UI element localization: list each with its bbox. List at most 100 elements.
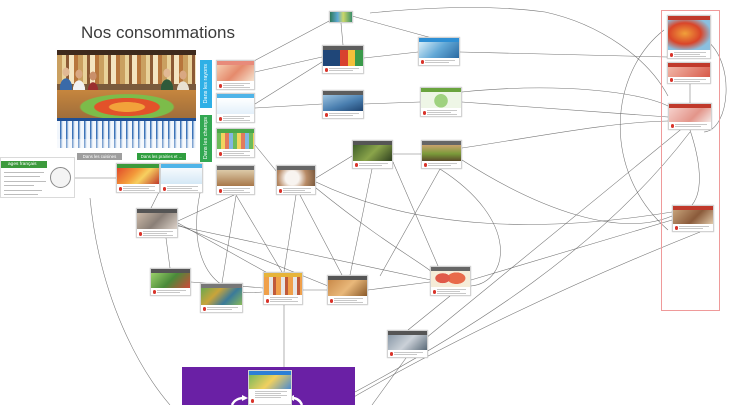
content-card[interactable] [200,283,243,313]
content-card[interactable] [248,370,292,405]
card-title-bar [421,88,461,92]
text-line [223,82,250,84]
connector-line [689,129,700,206]
card-text [422,161,461,166]
text-line [334,299,357,301]
text-line [123,189,155,191]
card-thumbnail [161,168,202,184]
connector-line [425,121,691,339]
text-line [329,112,359,114]
section-label-prairies[interactable]: Dans les prairies et ... [137,153,186,160]
content-card[interactable] [322,45,364,74]
card-thumbnail [669,108,711,122]
content-card[interactable] [430,266,471,296]
card-text [249,389,291,398]
section-label-cuisines[interactable]: Dans les cuisines [77,153,122,160]
text-line [437,292,466,294]
card-number-badge [422,111,426,115]
content-card[interactable] [352,140,393,169]
card-text [323,111,363,116]
connector-line [351,15,433,39]
text-line [167,187,192,189]
card-title-bar [217,166,254,170]
text-line [167,185,198,187]
content-card[interactable] [160,163,203,193]
content-card[interactable] [216,93,255,123]
connector-line [254,103,323,109]
tab-dans-les-rayons[interactable]: Dans les rayons [200,60,212,108]
connector-line [349,168,373,276]
info-panel[interactable]: ages français [0,157,75,198]
card-title-bar [668,63,710,67]
text-line [428,164,451,166]
content-card[interactable] [421,140,462,169]
text-line [674,55,706,57]
content-card[interactable] [418,37,460,66]
content-card[interactable] [216,60,255,90]
card-number-badge [432,290,436,294]
connector-line [371,357,407,405]
content-card[interactable] [322,90,364,119]
content-card[interactable] [667,62,711,84]
connector-line [461,87,669,107]
content-card[interactable] [387,330,428,358]
card-title-bar [217,94,254,98]
text-line [123,185,155,187]
content-card[interactable] [668,103,712,130]
content-card[interactable] [329,11,353,23]
supermarket-photo[interactable] [57,50,196,148]
card-thumbnail [668,20,710,50]
card-title-bar [151,269,190,273]
card-number-badge [329,299,333,303]
card-number-badge [218,84,222,88]
content-card[interactable] [216,128,255,158]
tab-dans-les-champs[interactable]: Dans les champs [200,115,212,162]
connector-line [177,194,235,222]
connector-line [251,19,332,63]
card-text [388,350,427,355]
connector-line [354,131,691,393]
content-card[interactable] [276,165,316,195]
connector-line [89,197,171,405]
connector-line [165,237,171,269]
card-title-bar [669,104,711,108]
text-line [223,191,250,193]
content-card[interactable] [150,268,191,296]
content-card[interactable] [667,15,711,59]
text-line [223,119,250,121]
card-number-badge [389,352,393,356]
card-number-badge [138,232,142,236]
card-title-bar [422,141,461,145]
connector-line [315,155,353,179]
connector-line [392,161,439,267]
card-title-bar [277,166,315,170]
content-card[interactable] [672,205,714,232]
card-number-badge [670,124,674,128]
connector-line [461,159,673,224]
card-thumbnail [388,335,427,350]
text-line [143,234,173,236]
text-line [223,154,250,156]
text-line [283,189,305,191]
text-line [394,353,417,355]
card-number-badge [669,53,673,57]
card-title-bar [668,16,710,20]
text-line [427,109,457,111]
content-card[interactable] [136,208,178,238]
content-card[interactable] [216,165,255,195]
card-text [328,296,367,303]
card-text [217,81,254,88]
card-title-bar [217,61,254,65]
content-card[interactable] [420,87,462,117]
card-thumbnail [217,133,254,149]
highlight-frame[interactable] [661,10,720,311]
card-thumbnail [249,375,291,389]
card-thumbnail [353,145,392,161]
card-thumbnail [117,168,159,184]
text-line [167,189,198,191]
text-line [674,78,706,80]
content-card[interactable] [327,275,368,305]
content-card[interactable] [116,163,160,193]
content-card[interactable] [263,272,303,305]
